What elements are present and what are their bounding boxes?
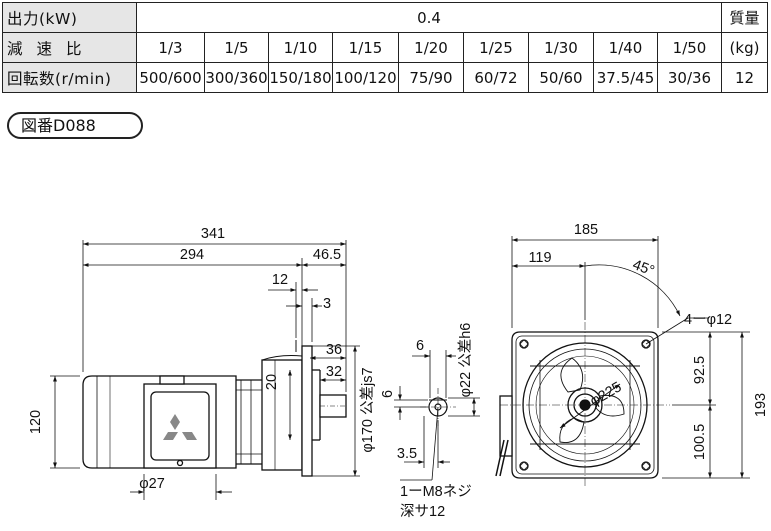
mounting-holes	[519, 339, 651, 471]
dim-45-deg: 45°	[630, 257, 656, 280]
gear-housing	[261, 359, 303, 471]
dim-6-side: 6	[380, 390, 396, 398]
side-view-dimensions	[50, 240, 360, 500]
side-view	[82, 340, 347, 477]
front-view-dimensions	[511, 236, 750, 479]
dim-36: 36	[326, 342, 342, 358]
mass-unit: (kg)	[721, 32, 768, 63]
ratio-header: 減速比	[2, 32, 137, 63]
front-view	[495, 322, 670, 488]
ratio-cell: 1/30	[528, 32, 594, 63]
dim-6-top: 6	[416, 338, 424, 354]
speed-cell: 300/360	[204, 62, 269, 93]
ratio-cell: 1/20	[398, 32, 464, 63]
rpm-header: 回転数(r/min)	[2, 62, 137, 93]
figure-number-tag: 図番D088	[7, 112, 143, 139]
speed-cell: 100/120	[332, 62, 399, 93]
output-flange	[301, 345, 313, 477]
tap-note-1: 1ーM8ネジ	[400, 483, 472, 500]
speed-cell: 30/36	[657, 62, 722, 93]
dim-185: 185	[574, 222, 598, 238]
dim-3: 3	[323, 296, 331, 312]
speed-cell: 50/60	[528, 62, 594, 93]
dim-100-5: 100.5	[692, 424, 708, 460]
speed-cell: 500/600	[136, 62, 205, 93]
mass-value: 12	[721, 62, 768, 93]
dim-119: 119	[528, 250, 551, 266]
maker-logo	[163, 414, 197, 440]
ratio-cell: 1/10	[268, 32, 333, 63]
mass-header: 質量	[721, 2, 768, 33]
dim-120: 120	[28, 410, 44, 434]
dim-20: 20	[264, 374, 280, 390]
dim-phi27: φ27	[139, 476, 165, 492]
ratio-cell: 1/25	[463, 32, 529, 63]
ratio-cell: 1/50	[657, 32, 722, 63]
spec-table: 出力(kW) 0.4 質量 減速比 1/3 1/5 1/10 1/15 1/20…	[2, 2, 768, 93]
speed-cell: 150/180	[268, 62, 333, 93]
shaft-end-dimensions	[394, 350, 480, 481]
speed-cell: 37.5/45	[593, 62, 658, 93]
dim-193: 193	[753, 393, 769, 417]
dim-92-5: 92.5	[692, 356, 708, 384]
tap-note-2: 深サ12	[400, 503, 445, 520]
dim-32: 32	[326, 364, 342, 380]
dim-341: 341	[201, 226, 225, 242]
terminal-box	[143, 383, 217, 469]
shaft-end-labels: 6 φ22 公差h6 6 3.5 1ーM8ネジ 深サ12	[380, 323, 474, 520]
dim-294: 294	[180, 247, 204, 263]
dim-phi170: φ170 公差js7	[359, 367, 376, 452]
dim-3-5: 3.5	[397, 446, 417, 462]
dim-46-5: 46.5	[313, 247, 341, 263]
dim-12: 12	[272, 272, 288, 288]
output-header: 出力(kW)	[2, 2, 137, 33]
side-view-labels: 341 294 46.5 12 3 36 32 20 120 φ27 φ170 …	[28, 226, 376, 492]
ratio-cell: 1/15	[332, 32, 399, 63]
dim-4-phi12: 4ーφ12	[684, 312, 732, 328]
ratio-cell: 1/5	[204, 32, 269, 63]
speed-cell: 60/72	[463, 62, 529, 93]
front-view-labels: 185 119 45° 4ーφ12 φ225 92.5 100.5 193	[528, 222, 769, 460]
dim-phi22: φ22 公差h6	[457, 323, 474, 398]
